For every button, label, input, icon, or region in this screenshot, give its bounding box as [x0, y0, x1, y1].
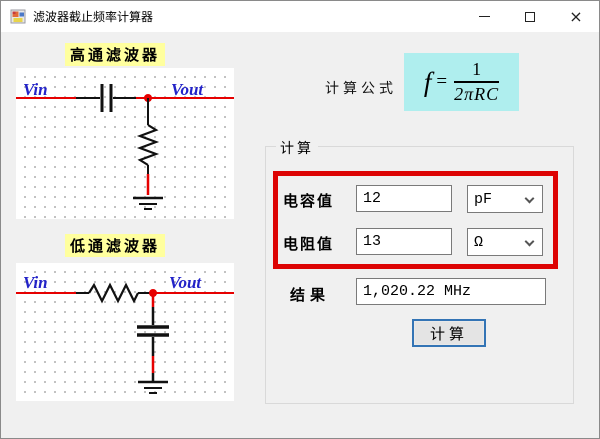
formula-fraction: 1 2πRC [454, 58, 500, 104]
window-controls: × [461, 1, 599, 32]
app-icon [10, 9, 26, 23]
resistance-input[interactable]: 13 [356, 228, 452, 255]
calculate-button[interactable]: 计算 [412, 319, 486, 347]
formula-denominator: 2πRC [454, 83, 500, 104]
close-icon: × [569, 6, 583, 26]
resistance-unit-value: Ω [474, 233, 484, 251]
window-title: 滤波器截止频率计算器 [33, 10, 154, 24]
title-bar: 滤波器截止频率计算器 × [1, 1, 599, 32]
maximize-button[interactable] [507, 1, 553, 32]
lowpass-vout-label: Vout [169, 273, 202, 292]
formula-equals: = [436, 71, 448, 92]
resistance-label: 电阻值 [283, 237, 335, 253]
maximize-icon [525, 11, 535, 22]
fraction-bar [454, 80, 500, 83]
highpass-vout-label: Vout [171, 80, 204, 99]
formula-label: 计算公式 [325, 82, 397, 97]
capacitance-unit-value: pF [474, 190, 493, 208]
calc-groupbox-title: 计算 [276, 138, 318, 158]
lowpass-vin-label: Vin [23, 273, 48, 292]
highpass-section-label: 高通滤波器 [65, 43, 166, 66]
lowpass-circuit-diagram: Vin Vout [16, 273, 234, 394]
resistance-unit-select[interactable]: Ω [467, 228, 543, 256]
formula-numerator: 1 [472, 58, 482, 79]
highpass-vin-label: Vin [23, 80, 48, 99]
capacitance-input[interactable]: 12 [356, 185, 452, 212]
resistor-icon [88, 282, 139, 304]
close-button[interactable]: × [553, 1, 599, 32]
result-output: 1,020.22 MHz [356, 278, 546, 305]
formula-box: f = 1 2πRC [404, 53, 519, 111]
resistor-icon [136, 124, 160, 166]
result-label: 结果 [290, 288, 331, 304]
chevron-down-icon [524, 236, 535, 247]
minimize-icon [478, 16, 490, 17]
capacitance-unit-select[interactable]: pF [467, 185, 543, 213]
highpass-circuit-diagram: Vin Vout [16, 80, 234, 210]
lowpass-section-label: 低通滤波器 [65, 234, 166, 257]
formula-lhs: f [423, 66, 432, 97]
minimize-button[interactable] [461, 1, 507, 32]
capacitance-label: 电容值 [283, 194, 335, 210]
lowpass-circuit-panel: Vin Vout [16, 263, 234, 401]
chevron-down-icon [524, 193, 535, 204]
highpass-circuit-panel: Vin Vout [16, 68, 234, 219]
calc-groupbox: 计算 [265, 138, 574, 404]
